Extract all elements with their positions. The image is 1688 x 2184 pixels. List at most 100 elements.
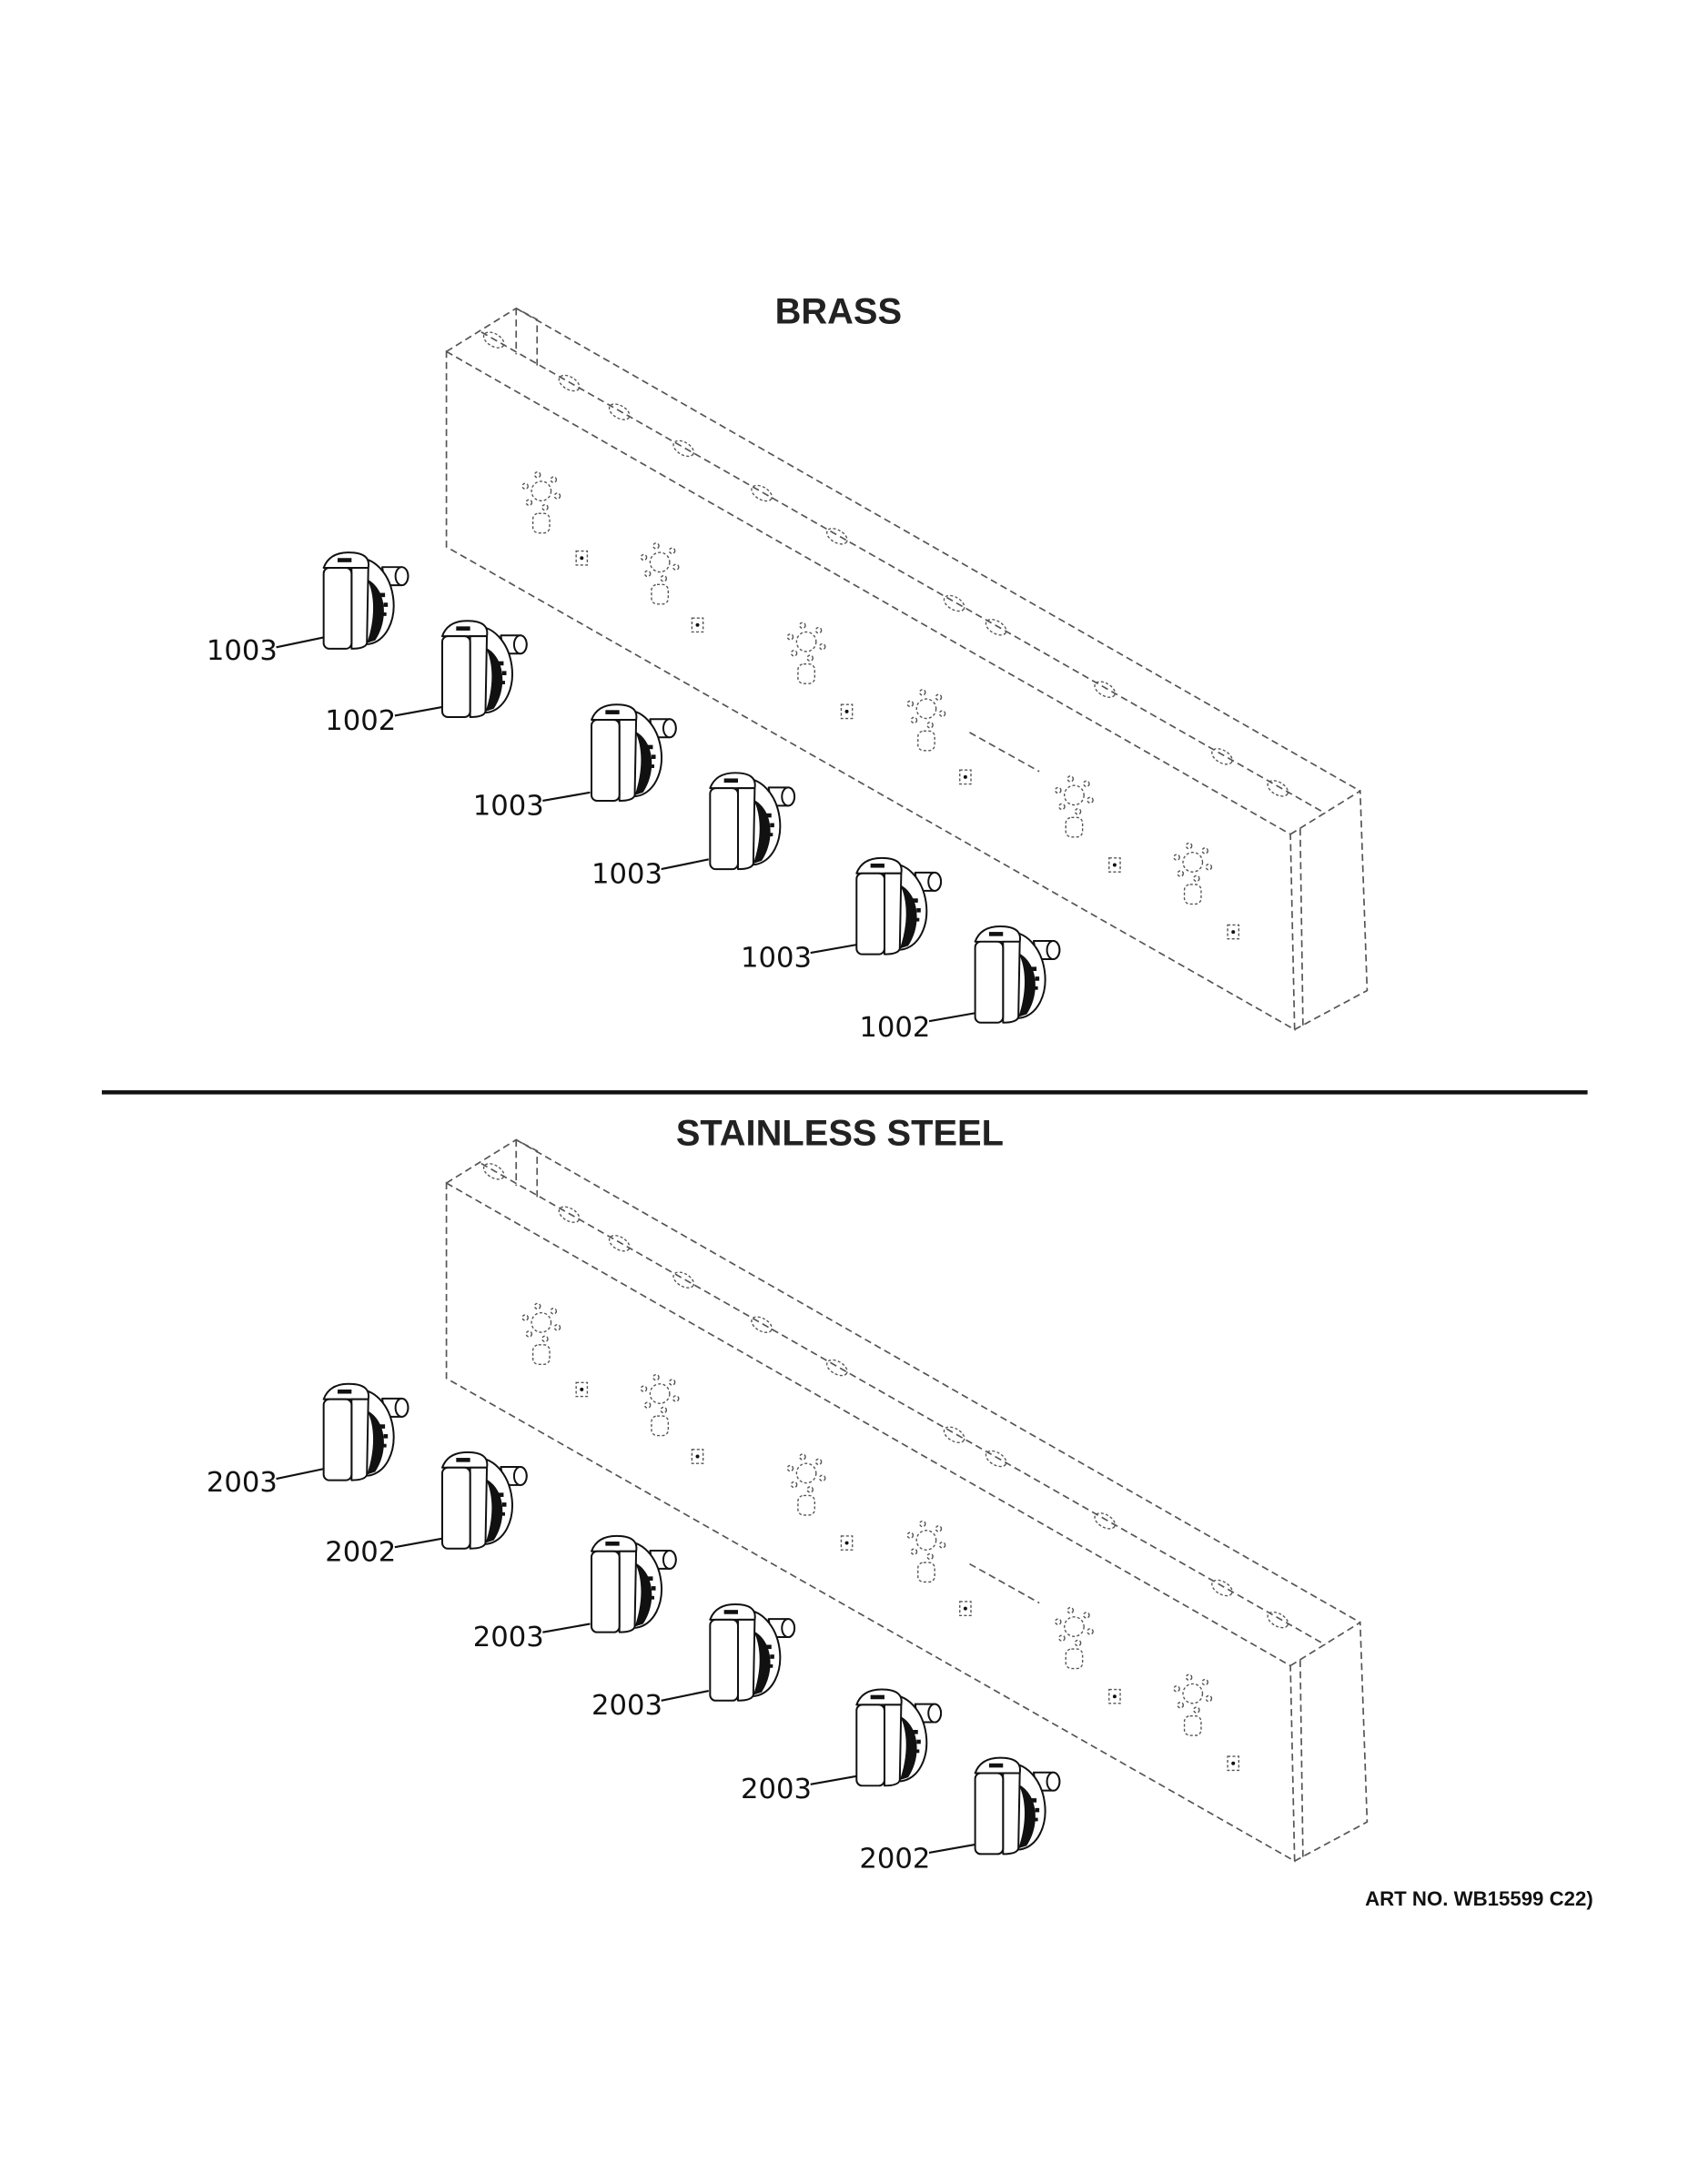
mount-screw-hole <box>1058 1634 1066 1642</box>
panel-flange-hole <box>1211 1579 1233 1597</box>
panel-flange-hole <box>1211 748 1233 765</box>
panel-flange-hole <box>1094 681 1117 698</box>
panel-right-end <box>1289 1621 1369 1862</box>
mount-screw-hole <box>1087 1628 1094 1635</box>
mount-screw-hole <box>1173 854 1180 861</box>
knob-mount-hole <box>786 622 826 684</box>
control-knob <box>974 1756 1061 1855</box>
mount-screw-hole <box>818 642 826 651</box>
cutout-outline <box>575 1381 589 1398</box>
control-knob <box>440 1451 528 1550</box>
control-knob <box>591 703 677 802</box>
cutout-dot <box>963 1606 967 1611</box>
mount-screw-hole <box>1083 780 1090 788</box>
mount-screw-hole <box>935 1525 943 1532</box>
mount-hole-center <box>915 1530 937 1551</box>
panel-flange-hole <box>482 331 505 349</box>
mount-slot <box>531 1344 551 1366</box>
leader-line <box>661 858 710 871</box>
mount-screw-hole <box>1177 870 1185 877</box>
panel-flange-hole <box>482 1163 505 1180</box>
part-number-label: 2002 <box>859 1844 930 1876</box>
mount-screw-hole <box>1074 808 1082 815</box>
part-number-label: 2003 <box>741 1774 812 1805</box>
cutout-outline <box>959 769 972 785</box>
panel-top-mid-edge <box>480 331 1326 814</box>
mount-screw-hole <box>1185 842 1193 850</box>
control-panel <box>445 1138 1369 1863</box>
mount-screw-hole <box>919 689 926 696</box>
leader-line <box>542 791 591 803</box>
mount-screw-hole <box>672 1395 680 1402</box>
knob-mount-hole <box>521 1302 561 1366</box>
panel-top-back-edge <box>515 1138 1361 1623</box>
mount-screw-hole <box>906 1532 915 1539</box>
mount-hole-center <box>649 1383 671 1404</box>
art-number: ART NO. WB15599 C22) <box>1365 1887 1593 1910</box>
mount-screw-hole <box>533 470 541 479</box>
mount-screw-hole <box>660 1406 668 1414</box>
mount-hole-center <box>1182 1683 1204 1704</box>
part-number-label: 2003 <box>207 1467 278 1499</box>
panel-indicator-cutout <box>691 617 704 633</box>
mount-hole-center <box>531 1311 552 1333</box>
panel-indicator-cutout <box>959 769 972 785</box>
panel-flange-hole <box>558 1206 581 1223</box>
mount-screw-hole <box>525 499 533 506</box>
cutout-outline <box>1227 1755 1240 1772</box>
mount-screw-hole <box>799 1453 806 1461</box>
knob-mount-hole <box>1055 1606 1094 1670</box>
mount-screw-hole <box>553 492 561 500</box>
mount-hole-center <box>1064 1616 1085 1637</box>
cutout-outline <box>840 703 854 720</box>
mount-screw-hole <box>541 1335 549 1343</box>
mount-screw-hole <box>525 1330 533 1338</box>
knob-mount-hole <box>1055 775 1094 838</box>
mount-screw-hole <box>1193 1706 1200 1714</box>
control-knob <box>709 1603 796 1702</box>
mount-screw-hole <box>1173 1685 1180 1693</box>
panel-flange-hole <box>672 440 695 458</box>
mount-screw-hole <box>1066 775 1075 783</box>
cutout-dot <box>580 1387 584 1391</box>
mount-slot <box>651 1415 670 1437</box>
mount-screw-hole <box>668 547 676 555</box>
panel-indicator-cutout <box>840 703 854 720</box>
mount-screw-hole <box>790 650 798 657</box>
mount-screw-hole <box>660 575 668 582</box>
mount-screw-hole <box>643 1401 652 1409</box>
mount-screw-hole <box>1201 847 1209 854</box>
cutout-dot <box>1112 1694 1117 1699</box>
mount-hole-center <box>649 551 671 573</box>
mount-screw-hole <box>521 482 529 490</box>
panel-flange-hole <box>1267 1611 1289 1629</box>
mount-screw-hole <box>541 503 549 511</box>
mount-screw-hole <box>806 1486 814 1493</box>
mount-screw-hole <box>668 1379 676 1386</box>
control-knob <box>855 856 943 956</box>
panel-flange-hole <box>985 1450 1007 1468</box>
cutout-dot <box>963 774 967 779</box>
brand-logo-outline <box>969 1562 1040 1604</box>
mount-screw-hole <box>1201 1678 1209 1686</box>
mount-screw-hole <box>652 1373 660 1381</box>
panel-flange-hole <box>751 484 773 502</box>
cutout-dot <box>580 556 584 561</box>
part-number-label: 1003 <box>741 942 812 974</box>
mount-slot <box>797 1494 815 1516</box>
diagram-sections: 1003100210031003100310022003200220032003… <box>207 307 1369 1876</box>
section-title-stainless-steel: STAINLESS STEEL <box>676 1114 1004 1154</box>
mount-hole-center <box>1064 784 1085 806</box>
mount-screw-hole <box>910 1548 918 1555</box>
mount-slot <box>1183 1714 1202 1736</box>
knob-mount-hole <box>640 1373 680 1437</box>
knob-mount-hole <box>906 1520 946 1583</box>
mount-screw-hole <box>652 542 660 550</box>
panel-flange-hole <box>985 619 1007 636</box>
control-panel <box>445 307 1369 1031</box>
control-knob <box>322 551 409 650</box>
mount-screw-hole <box>533 1302 541 1310</box>
panel-left-end <box>446 307 539 366</box>
mount-screw-hole <box>1058 803 1066 811</box>
